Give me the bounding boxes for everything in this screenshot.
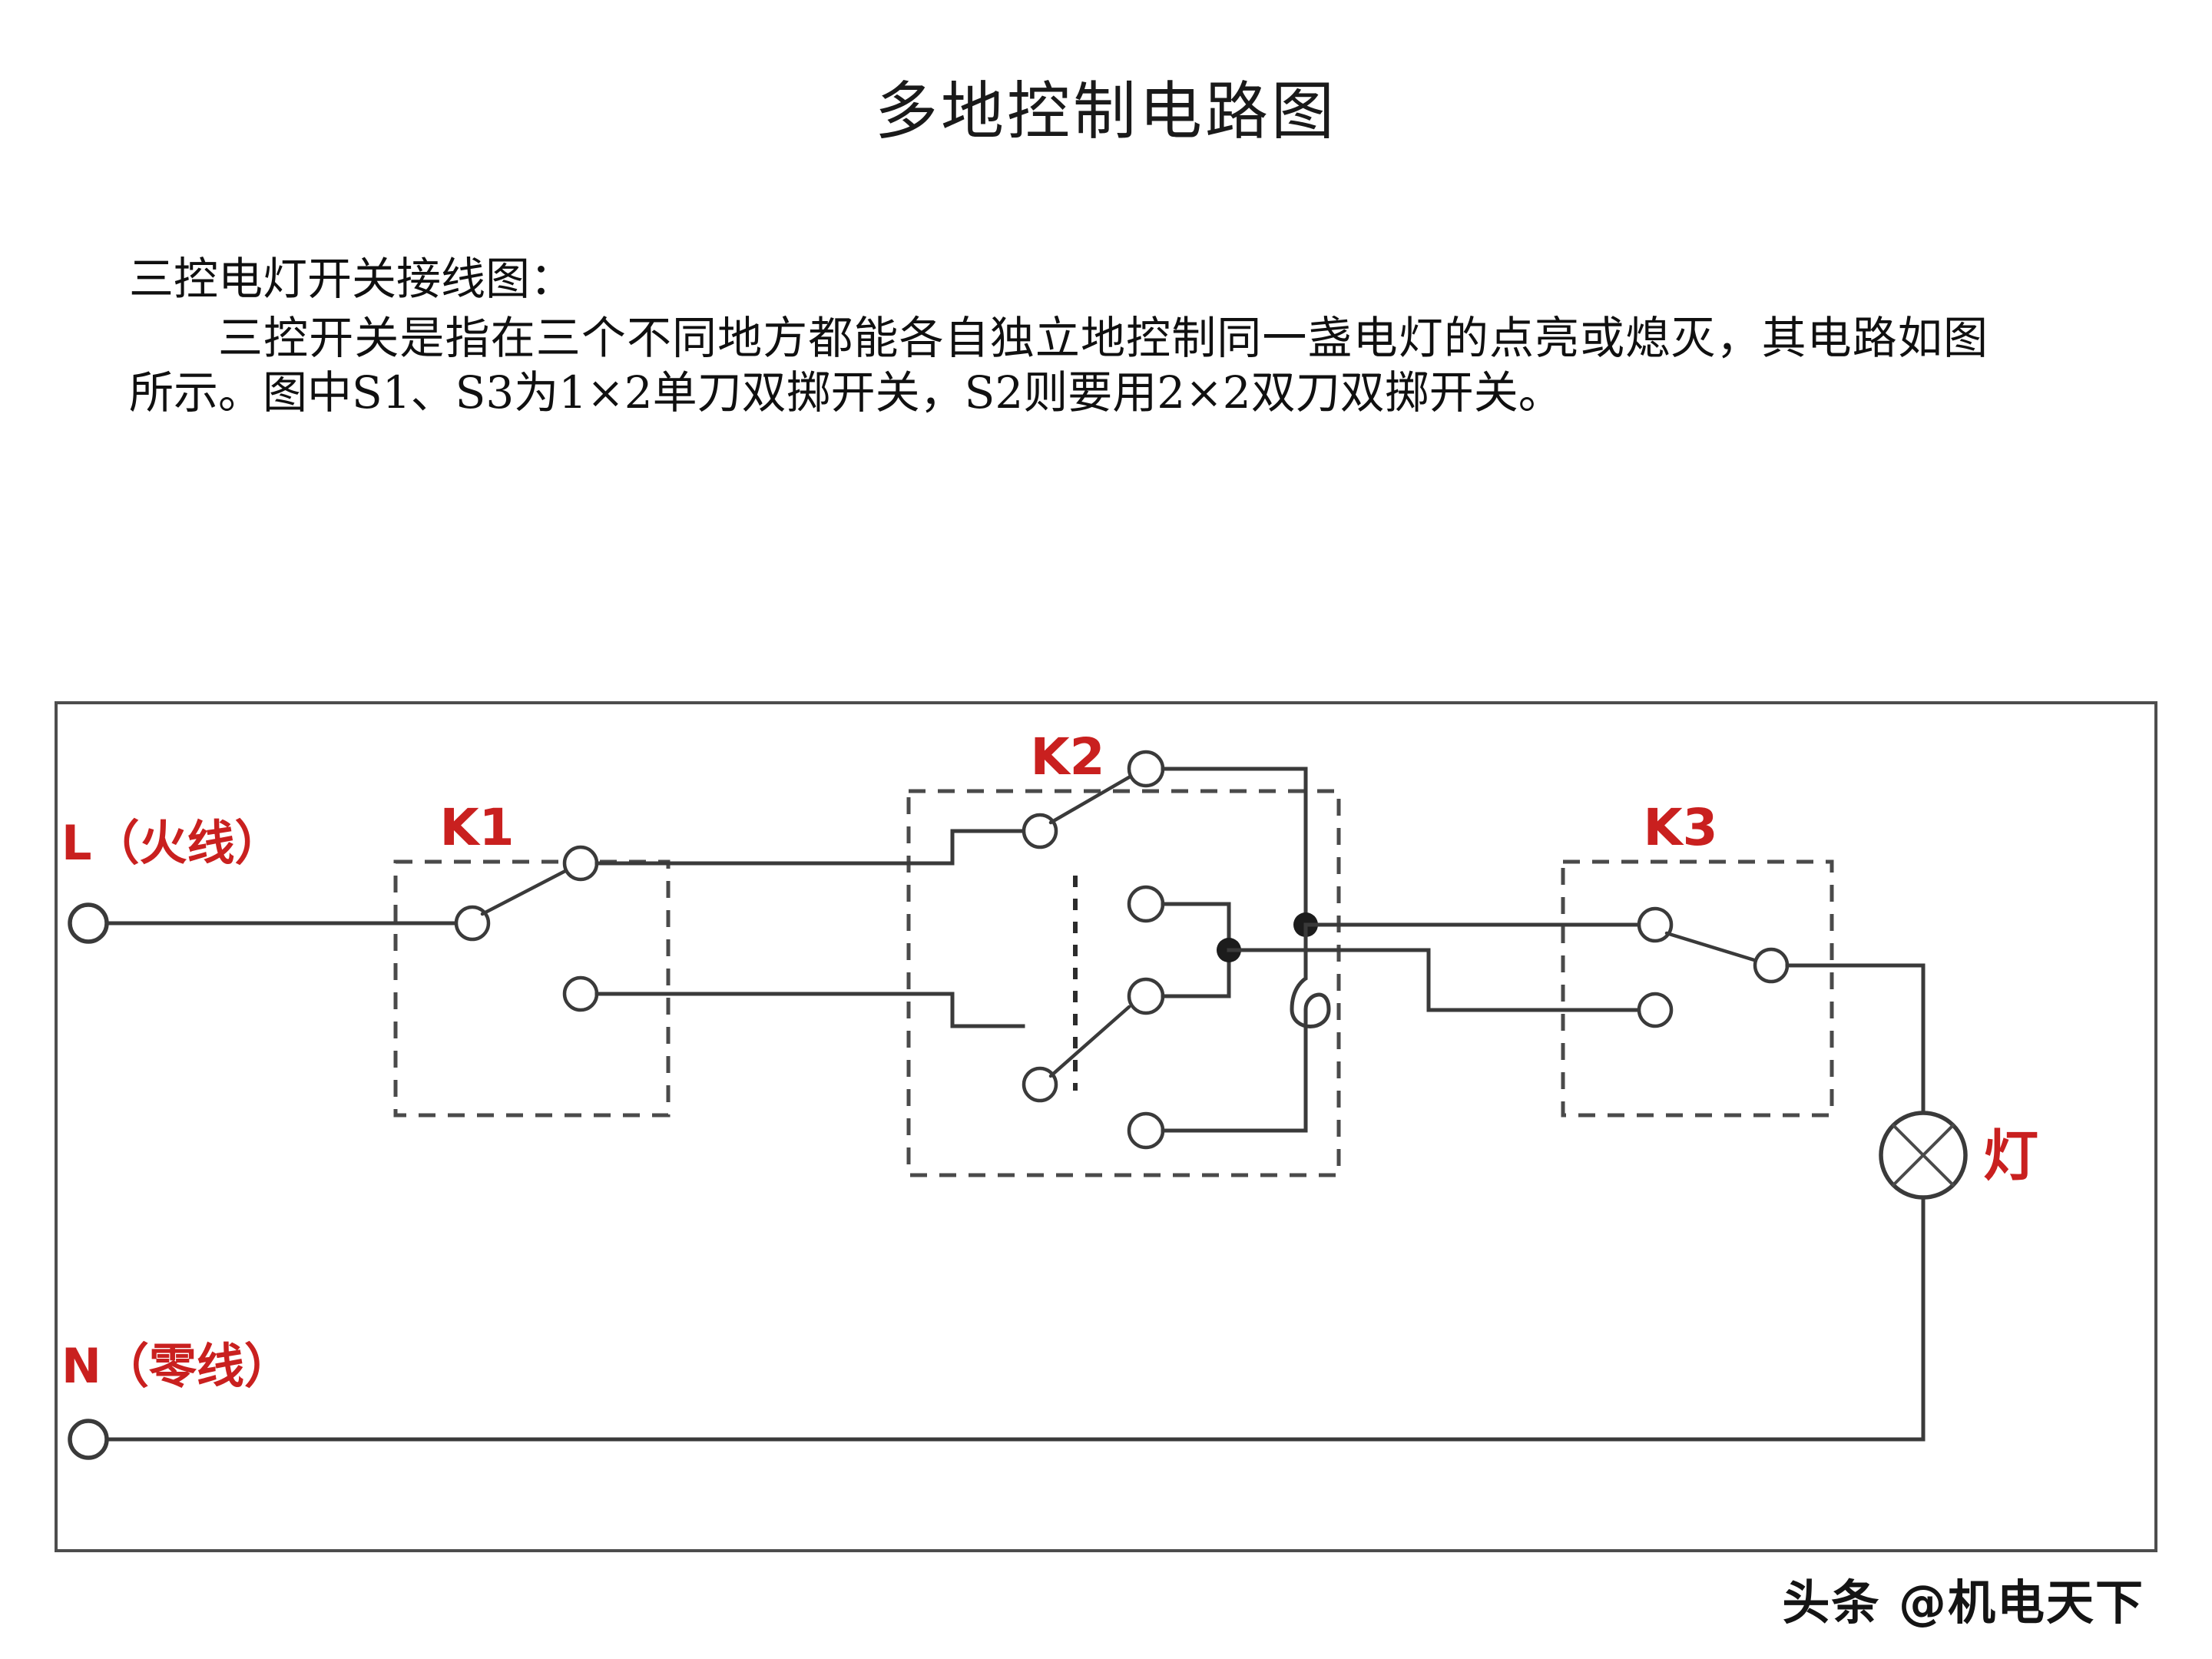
wire-k1-upper-to-k2 xyxy=(594,829,1025,866)
wire-k3-to-lamp xyxy=(1785,963,1926,1115)
intro-text-block: 三控电灯开关接线图： 三控开关是指在三个不同地方都能各自独立地控制同一盏电灯的点… xyxy=(129,252,1988,419)
label-k2: K2 xyxy=(1030,727,1104,786)
k3-input-upper-contact xyxy=(1637,906,1674,943)
neutral-terminal xyxy=(68,1419,109,1460)
k2-blade-lower xyxy=(1048,1005,1131,1078)
k3-blade xyxy=(1664,931,1757,962)
switch-box-k2 xyxy=(906,789,1341,1177)
switch-box-k3 xyxy=(1561,859,1834,1118)
intro-paragraph: 三控开关是指在三个不同地方都能各自独立地控制同一盏电灯的点亮或熄灭，其电路如图所… xyxy=(129,311,1988,419)
k2-throw-mid-lower-contact xyxy=(1127,977,1165,1015)
wire-mid-step-to-k3-lower xyxy=(1426,948,1641,1012)
k2-blade-upper xyxy=(1048,775,1131,825)
wire-k2-top-to-bus xyxy=(1161,767,1308,927)
k2-throw-top-contact xyxy=(1127,750,1165,788)
label-k3: K3 xyxy=(1643,798,1717,857)
k2-pole-lower-common xyxy=(1022,1066,1058,1103)
live-terminal xyxy=(68,902,109,944)
k2-throw-mid-upper-contact xyxy=(1127,885,1165,923)
intro-lead-line: 三控电灯开关接线图： xyxy=(129,253,575,305)
circuit-diagram: L（火线） N（零线） K1 K2 K3 灯 xyxy=(54,700,2158,1553)
diagram-border xyxy=(55,701,2157,1552)
label-k1: K1 xyxy=(439,798,514,857)
k1-throw-lower-contact xyxy=(562,975,599,1012)
label-lamp: 灯 xyxy=(1983,1124,2038,1188)
label-neutral: N（零线） xyxy=(61,1338,292,1394)
k2-throw-bottom-contact xyxy=(1127,1111,1165,1150)
switch-box-k1 xyxy=(393,859,671,1118)
label-live: L（火线） xyxy=(61,815,283,871)
watermark: 头条 @机电天下 xyxy=(1782,1575,2144,1631)
wire-k1-lower-to-k2 xyxy=(594,992,1025,1028)
page-title: 多地控制电路图 xyxy=(874,75,1337,148)
k1-common-contact xyxy=(454,905,491,942)
k3-input-lower-contact xyxy=(1637,992,1674,1028)
k1-blade xyxy=(480,869,568,916)
lamp-cross-b xyxy=(1892,1124,1955,1187)
k2-pole-upper-common xyxy=(1022,813,1058,849)
k1-throw-upper-contact xyxy=(562,845,599,882)
k3-common-contact xyxy=(1753,947,1790,984)
wire-k2-bus-hop-down xyxy=(1290,922,1331,1133)
